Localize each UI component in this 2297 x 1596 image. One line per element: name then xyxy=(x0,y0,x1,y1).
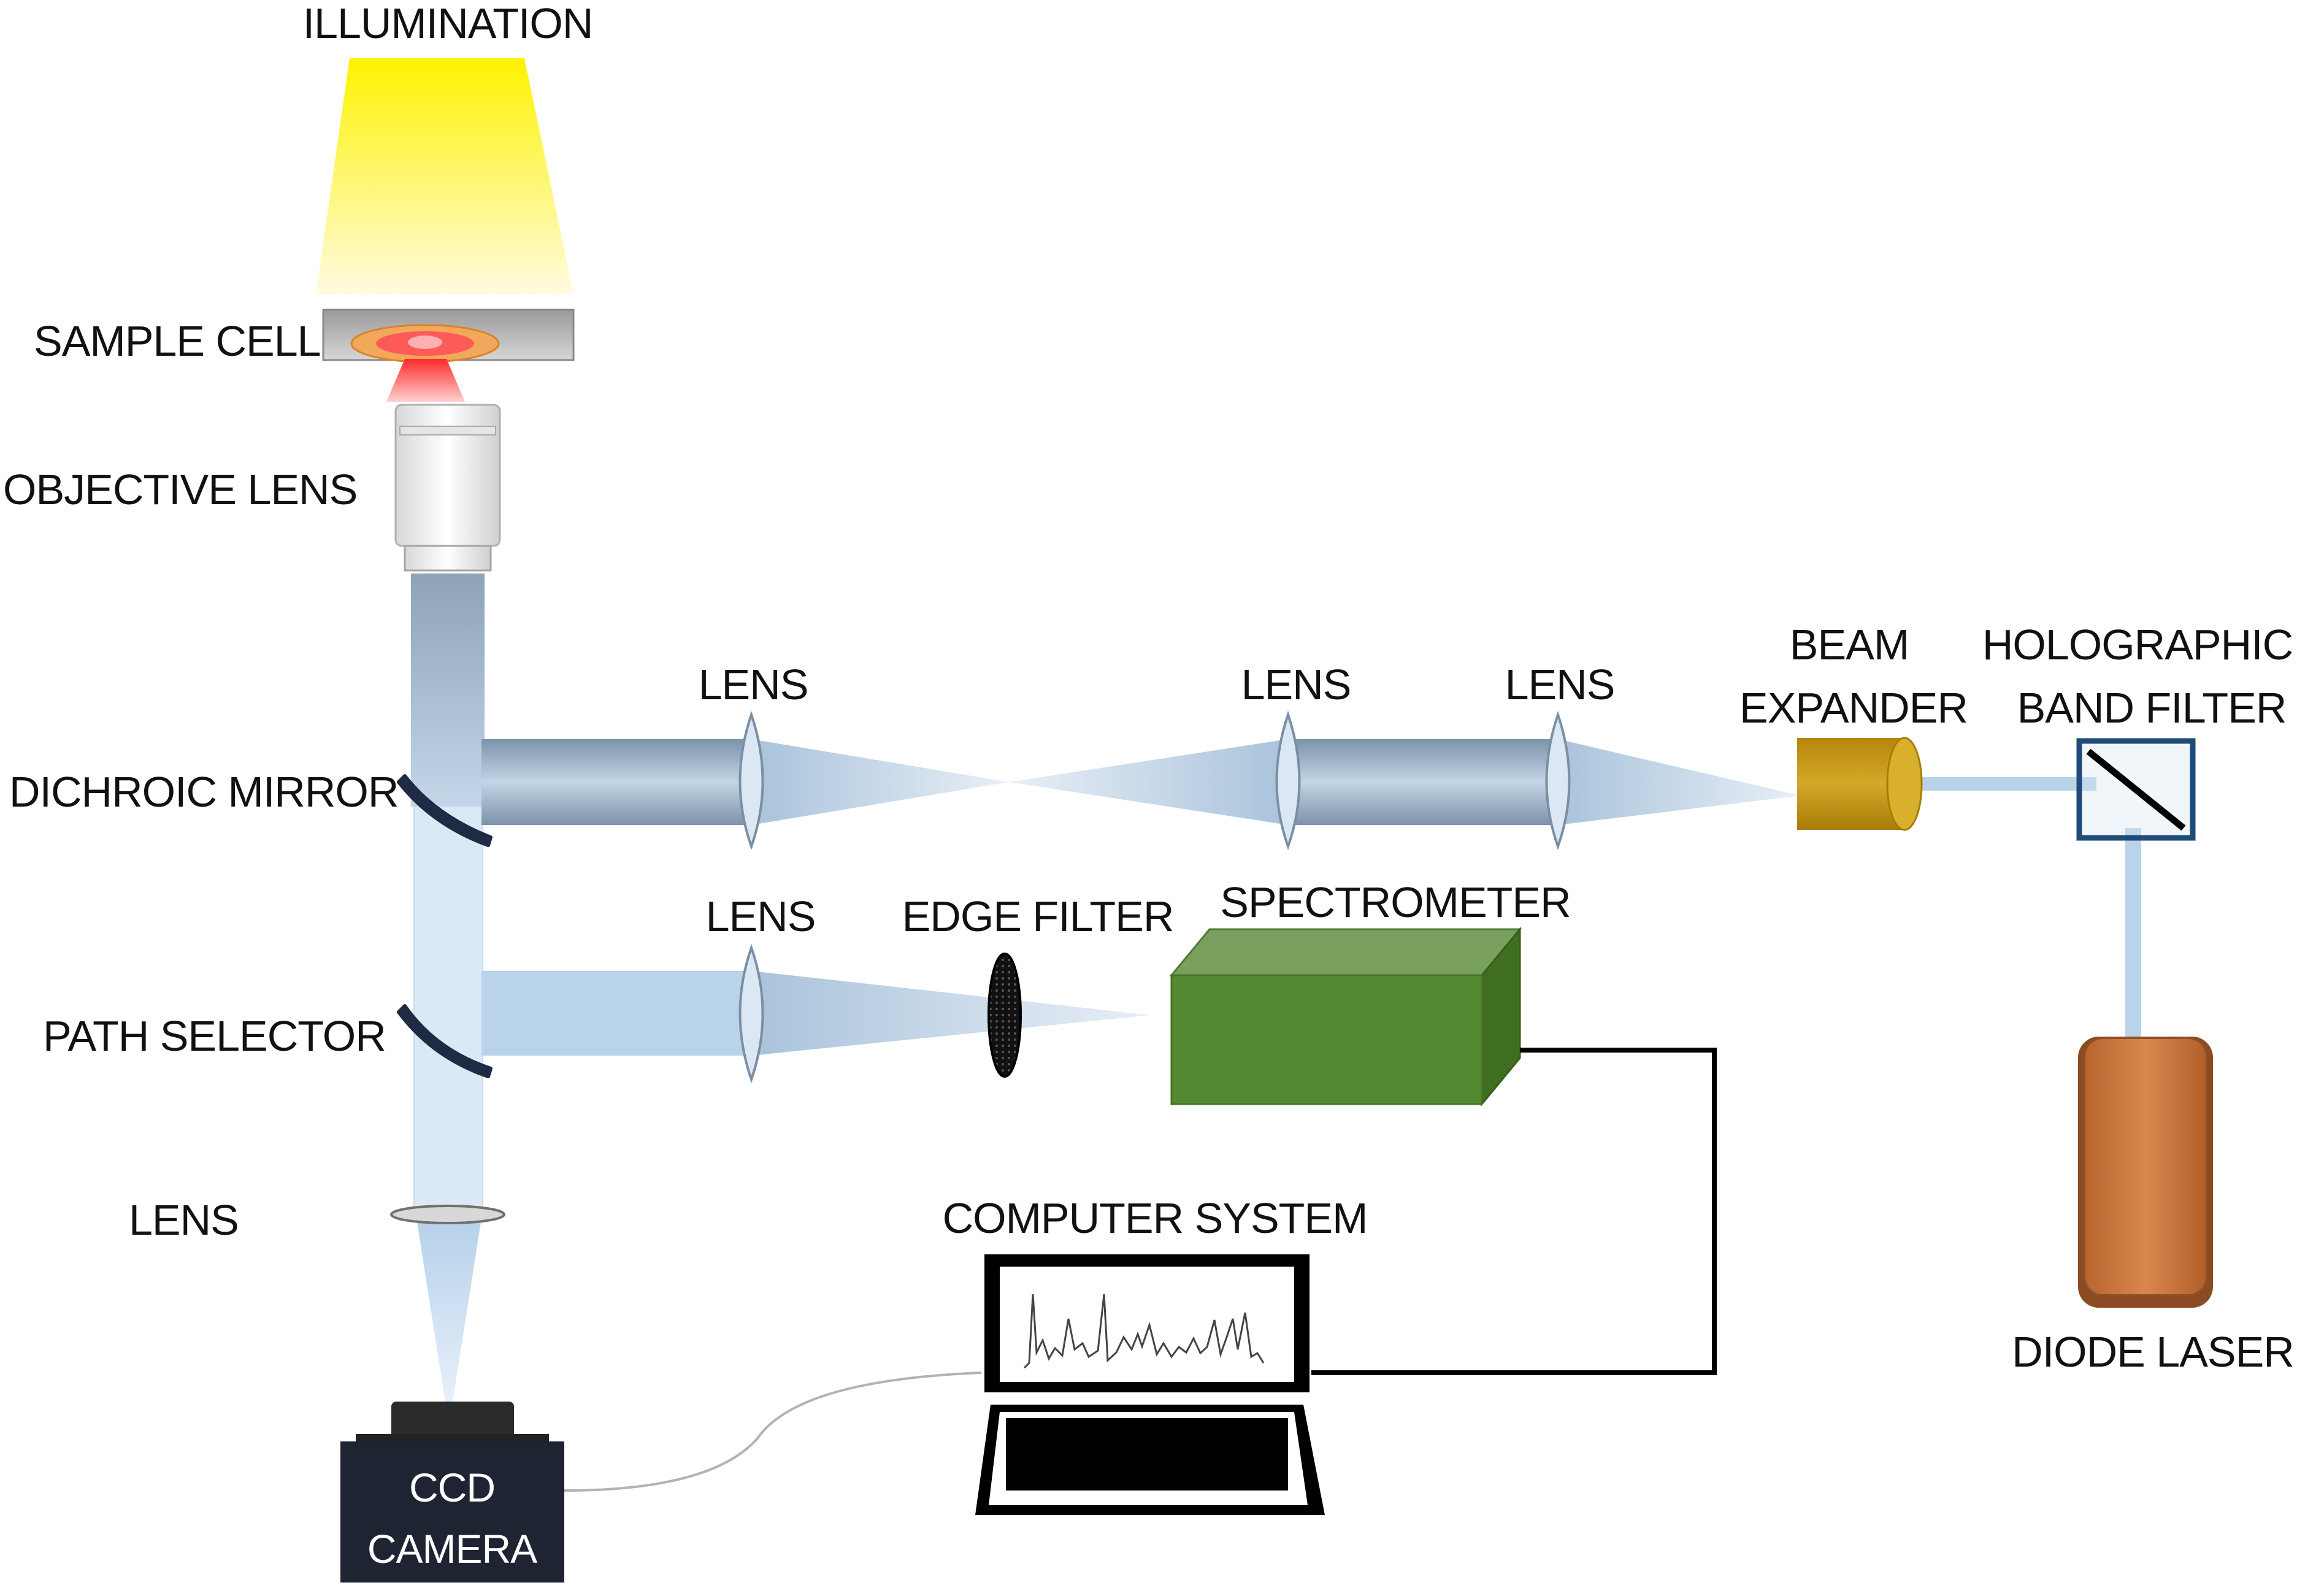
label-beam-expander-line2: EXPANDER xyxy=(1739,684,1968,732)
path-selector-mirror xyxy=(397,1004,493,1078)
edge-filter xyxy=(987,953,1022,1078)
ccd-camera-body xyxy=(340,1441,564,1583)
ccd-focus-cone xyxy=(416,1214,482,1402)
lens-2 xyxy=(1275,710,1301,851)
label-lens-bottom: LENS xyxy=(129,1196,239,1244)
label-ccd-line1: CCD xyxy=(409,1465,495,1510)
laptop-icon xyxy=(975,1254,1325,1515)
expander-output-beam xyxy=(1919,777,2096,791)
laser-focus-red xyxy=(386,359,465,402)
spectrometer-front xyxy=(1170,974,1483,1105)
label-sample-cell: SAMPLE CELL xyxy=(34,317,321,365)
label-beam-expander-line1: BEAM xyxy=(1790,621,1909,669)
label-lens-2: LENS xyxy=(1241,661,1351,708)
horizontal-beam-middle xyxy=(1288,739,1558,825)
laptop-keyboard-inner xyxy=(1006,1418,1288,1490)
beam-diverge-1 xyxy=(1009,739,1288,825)
label-computer-system: COMPUTER SYSTEM xyxy=(943,1194,1368,1242)
vertical-beam-lower xyxy=(413,806,483,1213)
label-objective-lens: OBJECTIVE LENS xyxy=(3,466,357,513)
lower-branch-converge xyxy=(751,971,1150,1056)
label-diode-laser: DIODE LASER xyxy=(2012,1328,2294,1376)
objective-lens-base xyxy=(404,545,492,572)
spectrometer-cable xyxy=(1311,1048,1717,1375)
label-dichroic-mirror: DICHROIC MIRROR xyxy=(9,768,398,816)
illumination-beam xyxy=(316,58,573,294)
label-edge-filter: EDGE FILTER xyxy=(902,892,1174,940)
label-lens-1: LENS xyxy=(699,661,808,708)
filter-to-laser-beam xyxy=(2125,828,2141,1037)
diode-laser xyxy=(2083,1037,2208,1297)
beam-converge-1 xyxy=(751,739,1009,825)
laptop-display xyxy=(1000,1267,1294,1382)
lower-branch-beam xyxy=(481,971,751,1056)
spectrometer-top xyxy=(1169,928,1522,976)
label-path-selector: PATH SELECTOR xyxy=(43,1012,386,1060)
horizontal-beam-main xyxy=(481,739,751,825)
label-holographic-line2: BAND FILTER xyxy=(2017,684,2287,732)
beam-converge-2 xyxy=(1558,739,1800,825)
holographic-filter-diagonal xyxy=(2086,748,2186,831)
label-lens-4: LENS xyxy=(706,892,816,940)
dichroic-mirror xyxy=(397,774,493,847)
lens-4 xyxy=(738,943,764,1084)
label-spectrometer: SPECTROMETER xyxy=(1220,878,1570,926)
label-holographic-line1: HOLOGRAPHIC xyxy=(1982,621,2293,669)
ccd-camera-lens xyxy=(391,1402,514,1438)
sample-spot-core xyxy=(408,336,442,349)
label-lens-3: LENS xyxy=(1505,661,1615,708)
raman-spectrum-icon xyxy=(1023,1294,1265,1369)
objective-lens-ring-1 xyxy=(399,426,496,435)
ccd-cable xyxy=(564,1372,982,1492)
lens-3 xyxy=(1545,710,1571,851)
lens-1 xyxy=(738,710,764,851)
label-illumination: ILLUMINATION xyxy=(303,0,593,47)
lens-bottom xyxy=(390,1205,505,1224)
label-ccd-line2: CAMERA xyxy=(367,1526,537,1571)
beam-expander-face xyxy=(1886,737,1923,831)
vertical-beam-upper xyxy=(411,574,485,807)
